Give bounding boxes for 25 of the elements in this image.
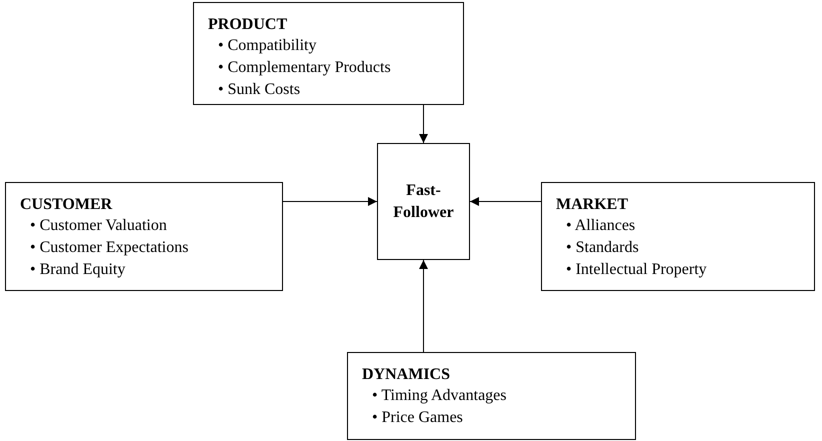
box-heading: PRODUCT	[208, 15, 288, 35]
bullet-item: • Brand Equity	[30, 260, 126, 280]
category-box	[5, 182, 283, 291]
category-box	[541, 182, 815, 291]
center-label: Fast-Follower	[392, 180, 455, 222]
bullet-item: • Customer Expectations	[30, 238, 188, 258]
center-box	[377, 143, 470, 260]
bullet-item: • Compatibility	[218, 36, 316, 56]
bullet-item: • Sunk Costs	[218, 80, 300, 100]
arrow	[419, 104, 428, 144]
box-heading: MARKET	[556, 195, 629, 215]
box-heading: DYNAMICS	[362, 365, 451, 385]
arrow	[282, 197, 378, 206]
category-box	[347, 352, 636, 440]
bullet-item: • Intellectual Property	[566, 260, 707, 280]
category-box	[193, 2, 464, 105]
bullet-item: • Alliances	[566, 216, 636, 236]
bullet-item: • Complementary Products	[218, 58, 391, 78]
box-heading: CUSTOMER	[20, 195, 114, 215]
bullet-item: • Standards	[566, 238, 639, 258]
bullet-item: • Customer Valuation	[30, 216, 167, 236]
bullet-item: • Timing Advantages	[372, 386, 507, 406]
bullet-item: • Price Games	[372, 408, 463, 428]
arrow	[470, 197, 542, 206]
arrow	[419, 260, 428, 352]
